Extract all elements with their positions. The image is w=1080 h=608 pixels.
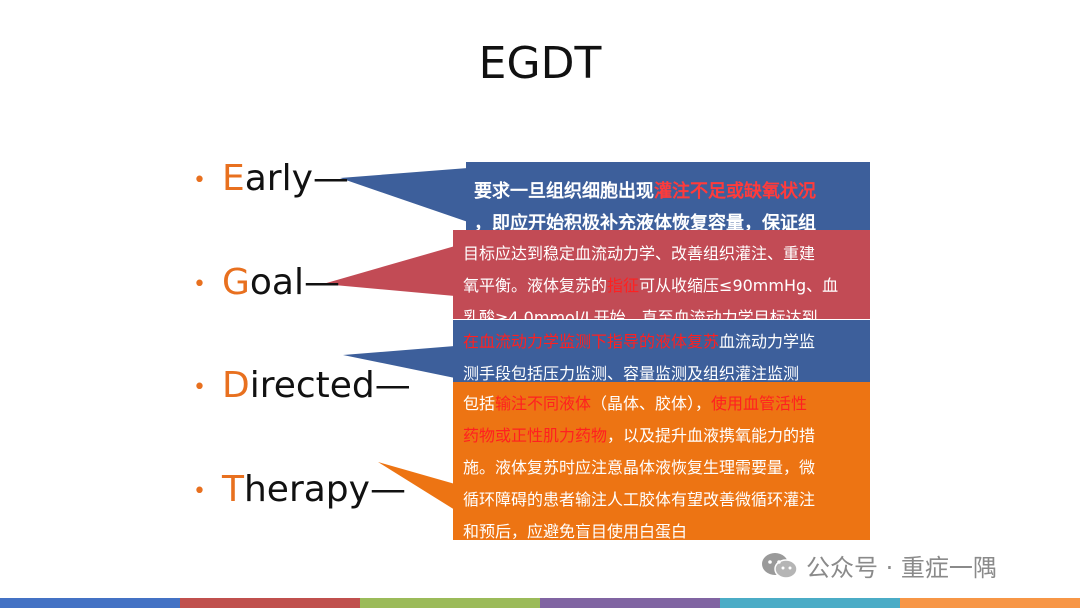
watermark: 公众号 · 重症一隅 [760,548,997,587]
wechat-icon [760,551,800,587]
therapy-callout-box: 包括输注不同液体（晶体、胶体），使用血管活性 药物或正性肌力药物，以及提升血液携… [453,382,870,540]
early-text-2: ，即应开始积极补充液体恢复容量，保证组 [474,213,816,230]
early-text-1: 要求一旦组织细胞出现 [474,181,654,202]
therapy-text-highlight-3: 药物或正性肌力药物 [463,426,608,445]
bullet-icon: • [193,374,206,400]
early-text-highlight: 灌注不足或缺氧状况 [654,181,816,202]
therapy-text-1a: 包括 [463,394,496,413]
directed-text-highlight: 在血流动力学监测下指导的液体复苏 [463,332,720,351]
therapy-text-1b: （晶体、胶体）， [591,394,712,413]
term-therapy-rest: herapy— [243,469,406,510]
term-goal: • Goal— [193,262,340,303]
therapy-text-highlight-2: 使用血管活性 [711,394,808,413]
strip-segment [180,598,360,608]
term-directed-rest: irected— [249,365,411,406]
therapy-text-highlight-1: 输注不同液体 [495,394,592,413]
term-directed-initial: D [221,365,250,406]
directed-text-1b: 血流动力学监 [719,332,816,351]
goal-callout-pointer [323,246,455,296]
watermark-text: 公众号 · 重症一隅 [806,554,997,582]
bullet-icon: • [193,478,206,504]
early-callout-pointer [340,168,468,222]
strip-segment [360,598,540,608]
term-early-rest: arly— [244,158,349,199]
goal-text-1: 目标应达到稳定血流动力学、改善组织灌注、重建 [463,244,816,263]
bullet-icon: • [193,167,206,193]
directed-text-2: 测手段包括压力监测、容量监测及组织灌注监测 [463,364,800,382]
goal-text-highlight: 指征 [607,276,640,295]
term-directed: • Directed— [193,365,411,406]
slide-title: EGDT [478,38,602,89]
term-therapy-initial: T [221,469,244,510]
therapy-callout-pointer [378,462,455,510]
strip-segment [900,598,1080,608]
directed-callout-box: 在血流动力学监测下指导的液体复苏血流动力学监 测手段包括压力监测、容量监测及组织… [453,320,870,382]
goal-text-2b: 可从收缩压≤90mmHg、血 [639,276,839,295]
term-goal-initial: G [221,262,250,303]
therapy-text-5: 和预后，应避免盲目使用白蛋白 [463,522,688,540]
therapy-text-4: 循环障碍的患者输注人工胶体有望改善微循环灌注 [463,490,816,509]
term-early: • Early— [193,158,349,199]
goal-text-2a: 氧平衡。液体复苏的 [463,276,608,295]
term-goal-rest: oal— [249,262,340,303]
therapy-text-2b: ，以及提升血液携氧能力的措 [607,426,816,445]
term-therapy: • Therapy— [193,469,406,510]
early-callout-box: 要求一旦组织细胞出现灌注不足或缺氧状况 ，即应开始积极补充液体恢复容量，保证组 [466,162,870,230]
bottom-color-strip [0,598,1080,608]
strip-segment [0,598,180,608]
directed-callout-pointer [343,346,455,378]
therapy-text-3: 施。液体复苏时应注意晶体液恢复生理需要量，微 [463,458,816,477]
strip-segment [540,598,720,608]
bullet-icon: • [193,271,206,297]
term-early-initial: E [221,158,245,199]
goal-text-3: 乳酸≥4.0mmol/L开始，直至血流动力学目标达到 [463,308,818,319]
goal-callout-box: 目标应达到稳定血流动力学、改善组织灌注、重建 氧平衡。液体复苏的指征可从收缩压≤… [453,230,870,319]
strip-segment [720,598,900,608]
